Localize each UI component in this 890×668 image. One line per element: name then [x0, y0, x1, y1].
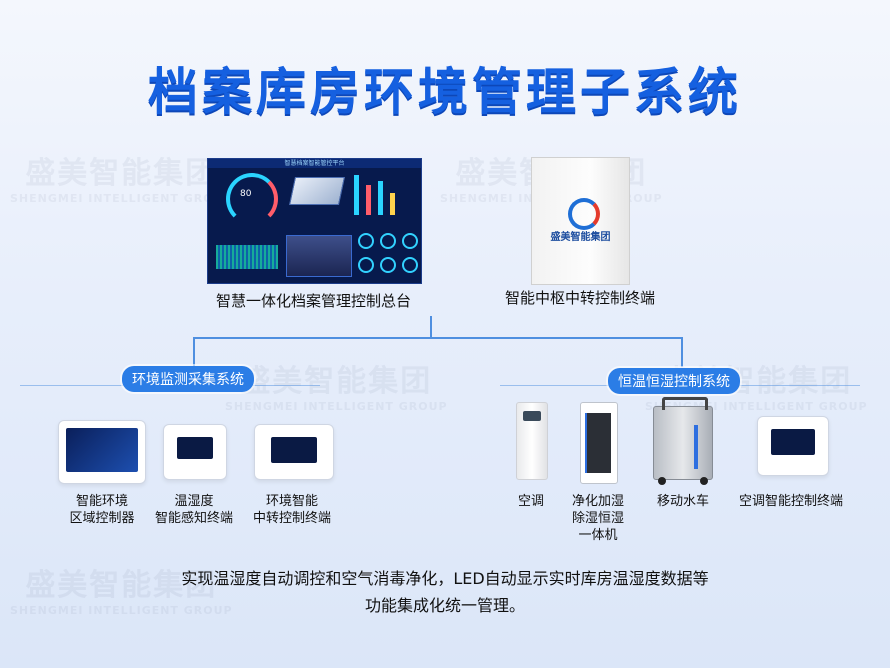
device-strip — [585, 413, 587, 473]
description-line-1: 实现温湿度自动调控和空气消毒净化，LED自动显示实时库房温湿度数据等 — [181, 569, 709, 588]
env-device-caption: 温湿度智能感知终端 — [154, 494, 233, 526]
mobile-water-cart — [653, 397, 713, 485]
connector-center — [430, 316, 432, 338]
terminal-caption: 智能中枢中转控制终端 — [504, 289, 655, 307]
camera-feed-icon — [286, 235, 352, 277]
hvac-group-label: 恒温恒湿控制系统 — [608, 368, 740, 394]
hvac-device-caption: 空调 — [517, 494, 544, 509]
env-transfer-terminal — [254, 424, 334, 480]
transfer-terminal: 盛美智能集团 — [531, 157, 630, 285]
device-screen — [271, 437, 317, 463]
dashboard-caption: 智慧一体化档案管理控制总台 — [215, 292, 411, 310]
building-model-icon — [289, 177, 345, 205]
page-title: 档案库房环境管理子系统 — [148, 63, 742, 121]
gauge-value: 80 — [240, 189, 252, 199]
logo-icon — [568, 198, 600, 230]
ac-control-terminal — [757, 416, 829, 476]
wheel-icon — [658, 477, 666, 485]
hvac-device-caption: 净化加湿除湿恒湿一体机 — [571, 494, 624, 543]
wheel-icon — [700, 477, 708, 485]
chart-wave-icon — [216, 245, 278, 269]
env-device-caption: 智能环境区域控制器 — [69, 494, 135, 526]
device-screen — [177, 437, 213, 459]
device-strip — [694, 425, 698, 469]
description-line-2: 功能集成化统一管理。 — [364, 596, 525, 615]
dashboard-header — [208, 159, 421, 168]
terminal-logo-text: 盛美智能集团 — [550, 232, 611, 243]
area-controller-device — [58, 420, 146, 484]
device-front — [587, 413, 611, 473]
device-screen — [66, 428, 138, 472]
connector-vertical-left — [193, 337, 195, 367]
env-device-caption: 环境智能中转控制终端 — [252, 494, 331, 526]
connector-horizontal — [193, 337, 683, 339]
ac-panel — [523, 411, 541, 421]
gauge-icon — [226, 173, 278, 225]
hvac-device-caption: 移动水车 — [656, 494, 709, 509]
env-group-label: 环境监测采集系统 — [122, 366, 254, 392]
purifier-humidifier-device — [580, 402, 618, 484]
dashboard-screen-title: 智慧档案智能管控平台 — [284, 160, 345, 167]
hvac-device-caption: 空调智能控制终端 — [738, 494, 843, 509]
connector-vertical-right — [681, 337, 683, 367]
cart-handle — [662, 397, 708, 410]
temp-humidity-sensor — [163, 424, 227, 480]
device-screen — [771, 429, 815, 455]
air-conditioner-device — [516, 402, 548, 480]
dashboard-screen: 智慧档案智能管控平台 80 — [207, 158, 422, 284]
